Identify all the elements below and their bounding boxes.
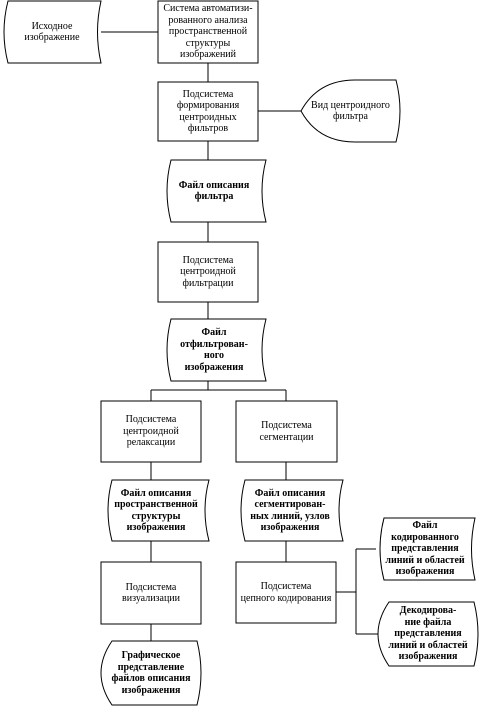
filter-view-shape [300, 79, 401, 143]
decoding-shape [377, 601, 479, 667]
formation-subsystem-box [157, 81, 259, 142]
segmentation-subsystem-box [235, 400, 338, 463]
segmented-lines-file-shape [240, 479, 344, 542]
spatial-structure-file-shape [107, 479, 210, 542]
coded-representation-file-shape [379, 517, 476, 581]
system-title-box [157, 0, 259, 64]
filtering-subsystem-box [157, 241, 259, 303]
visualization-subsystem-box [100, 561, 202, 625]
relaxation-subsystem-box [100, 400, 202, 463]
chain-coding-subsystem-box [235, 561, 337, 624]
filter-description-file-shape [166, 159, 267, 223]
source-image-shape [3, 0, 102, 64]
graphical-representation-shape [100, 640, 202, 706]
filtered-image-file-shape [166, 318, 267, 382]
